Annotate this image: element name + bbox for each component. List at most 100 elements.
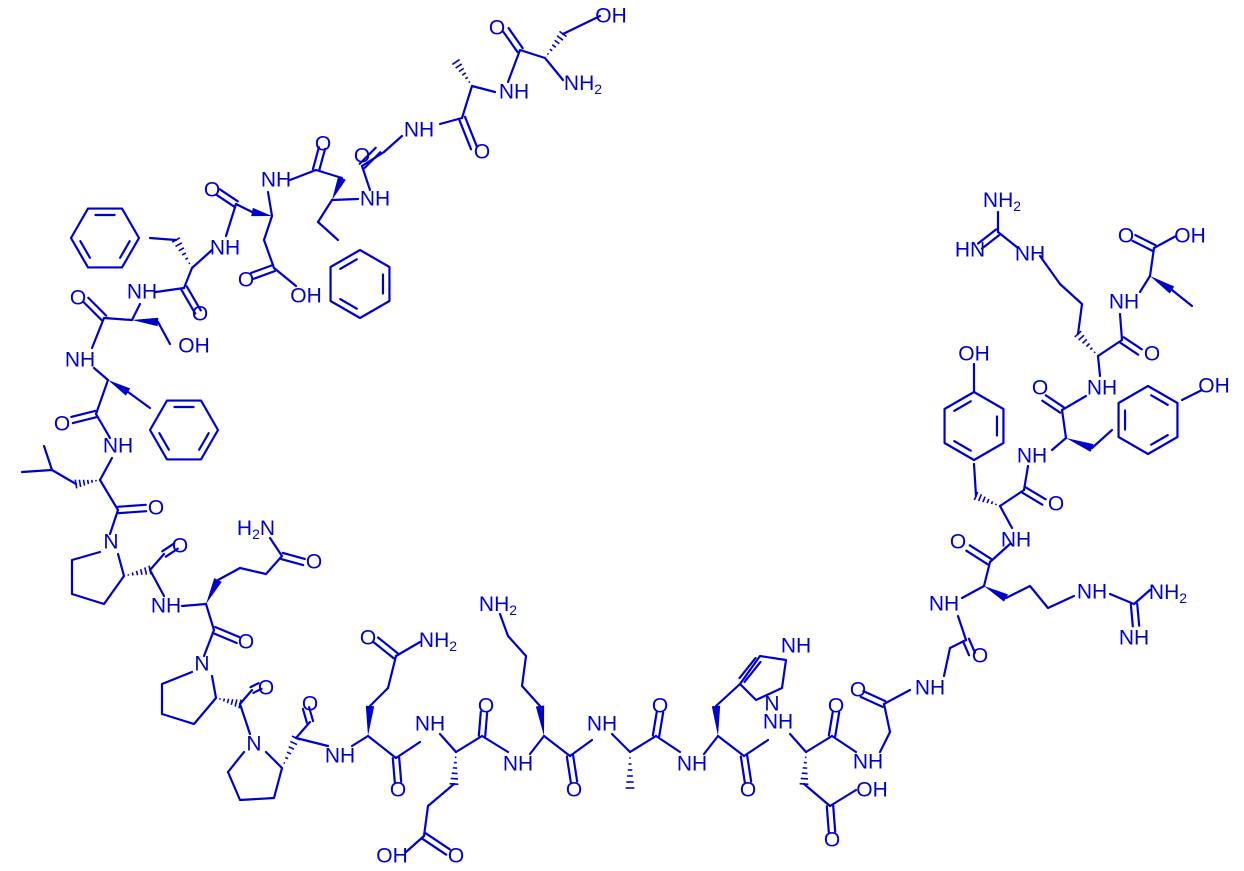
gln14-side-carbonyl xyxy=(372,641,396,660)
ring-double-bond xyxy=(158,432,170,451)
ring-double-bond xyxy=(79,240,91,259)
gln14-carbonyl-oxygen: O xyxy=(390,779,406,802)
hash-stroke xyxy=(1085,342,1091,348)
tyr24-amide-nh: NH xyxy=(1017,445,1047,468)
tyr24-backbone-wedge xyxy=(1066,438,1094,452)
pro13-stereo-bond xyxy=(283,735,301,765)
phe4-amide xyxy=(288,168,318,182)
phe4-side-chain xyxy=(316,220,340,242)
his18-carbonyl xyxy=(739,755,746,784)
asp19-side-carbonyl xyxy=(832,804,837,833)
his18-ring-nh: NH xyxy=(781,635,811,658)
tyr24-carbonyl-oxygen: O xyxy=(1032,377,1048,400)
hash-stroke xyxy=(546,52,550,56)
pro13-backbone xyxy=(294,720,312,740)
arg25-guanidino-imine-hn: HN xyxy=(955,239,985,262)
phe8-backbone xyxy=(92,366,110,382)
ala2-backbone xyxy=(460,84,474,120)
pro12-backbone xyxy=(238,688,254,706)
ring-double-bond xyxy=(339,298,358,310)
ser1-amine-bond xyxy=(543,56,565,82)
arg22-side-chain xyxy=(1004,584,1076,610)
tyr24-backbone xyxy=(1050,436,1068,452)
tyr24-amide xyxy=(1060,394,1088,412)
asp5-backbone xyxy=(234,202,254,214)
lys16-backbone xyxy=(542,734,572,758)
lys16-backbone-wedge xyxy=(535,705,545,736)
phe6-carbonyl-oxygen: O xyxy=(192,303,208,326)
arg22-carbonyl xyxy=(968,544,993,561)
hash-stroke xyxy=(82,479,86,486)
phe6-carbonyl xyxy=(185,285,202,312)
arg22-guanidino-imine-nh: NH xyxy=(1119,627,1149,650)
phe8-carbonyl xyxy=(70,409,97,418)
arg25-guanidino xyxy=(996,230,1020,250)
gln11-side-chain xyxy=(216,566,242,582)
ser7-backbone xyxy=(102,316,134,322)
gln14-side-chain xyxy=(368,686,390,708)
gln11-backbone-wedge xyxy=(206,578,222,604)
pro12-stereo-bond xyxy=(219,698,242,709)
gly3-backbone xyxy=(382,134,404,154)
hash-stroke xyxy=(1081,338,1088,344)
his18-side-chain xyxy=(714,682,742,708)
ser7-backbone xyxy=(130,302,142,322)
phe8-amide-nh: NH xyxy=(65,349,95,372)
asp19-carbonyl xyxy=(827,710,834,737)
tyr24-backbone xyxy=(1060,408,1068,440)
glu15-stereo-bond xyxy=(449,756,459,786)
phe4-carbonyl xyxy=(311,146,321,171)
arg25-backbone xyxy=(1096,338,1124,358)
phe4-backbone xyxy=(314,168,344,180)
hash-stroke xyxy=(455,63,463,69)
tyr24-phenol-ring xyxy=(1117,384,1179,456)
his18-backbone xyxy=(716,734,746,758)
ala26-carbonyl xyxy=(1134,234,1157,247)
tyr23-carbonyl xyxy=(1021,491,1044,506)
ala26-acid-bond xyxy=(1152,234,1178,250)
hash-stroke xyxy=(175,242,183,248)
ser7-carbonyl-oxygen: O xyxy=(70,287,86,310)
hash-stroke xyxy=(230,698,234,706)
arg22-carbonyl-oxygen: O xyxy=(950,531,966,554)
ala17-backbone xyxy=(610,732,632,754)
ala26-backbone xyxy=(1138,274,1152,294)
glu15-side-chain xyxy=(404,834,426,854)
asp5-side-carbonyl-oxygen: O xyxy=(238,269,254,292)
glu15-carbonyl xyxy=(484,711,489,738)
hash-stroke xyxy=(288,746,295,750)
arg25-amide-nh: NH xyxy=(1087,377,1117,400)
pro12-carbonyl xyxy=(252,687,263,694)
leu9-carbonyl xyxy=(117,510,148,515)
leu9-carbonyl xyxy=(116,503,147,508)
hash-stroke xyxy=(135,570,139,576)
leu9-stereo-bond xyxy=(74,479,97,489)
arg22-guanidino-imine xyxy=(1129,603,1134,628)
lys16-carbonyl xyxy=(572,754,579,783)
ring-double-bond xyxy=(198,432,210,451)
glu15-side-carbonyl xyxy=(421,837,448,856)
gln14-backbone-wedge xyxy=(365,705,375,736)
phe8-carbonyl-oxygen: O xyxy=(54,413,70,436)
phe4-benzene-ring xyxy=(329,248,391,320)
gln14-backbone xyxy=(366,734,398,760)
hash-stroke xyxy=(986,498,990,504)
asp5-carbonyl xyxy=(215,193,236,208)
ala17-carbonyl-oxygen: O xyxy=(652,695,668,718)
gln14-amide-nh: NH xyxy=(325,745,355,768)
arg25-guanidino-imine xyxy=(976,228,998,245)
ring-double-bond xyxy=(1150,434,1169,446)
phe6-backbone xyxy=(182,266,194,290)
ring-double-bond xyxy=(953,400,972,412)
arg25-guanidino-imine xyxy=(980,233,1002,250)
gln14-side-carbonyl-oxygen: O xyxy=(360,627,376,650)
tyr23-phenol-ring xyxy=(943,390,1005,462)
pro10-carbonyl xyxy=(164,547,179,558)
pro10-carbonyl-oxygen: O xyxy=(172,535,188,558)
hash-stroke xyxy=(1093,351,1096,354)
ring-double-bond xyxy=(339,258,358,270)
ala26-methyl-wedge xyxy=(1150,276,1175,294)
his18-amide-nh: NH xyxy=(677,753,707,776)
bond-layer xyxy=(20,14,1204,856)
ala17-carbonyl xyxy=(651,710,658,737)
